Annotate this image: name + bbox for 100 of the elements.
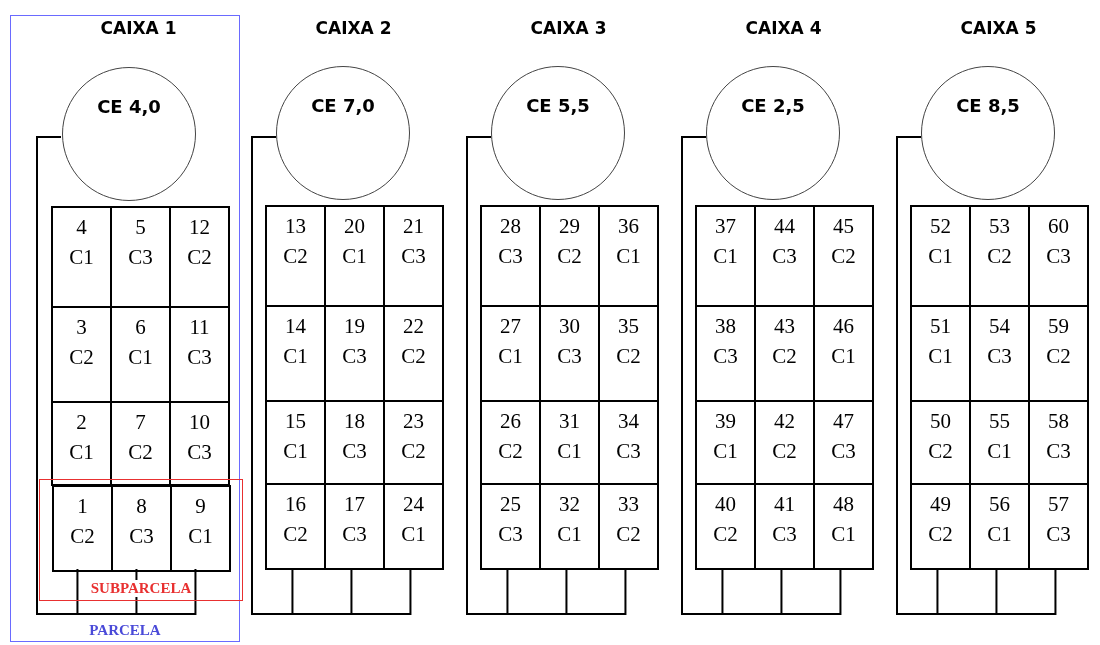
- cell-number: 17: [343, 491, 366, 518]
- plot-cell: [265, 483, 326, 570]
- cell-number: 11: [188, 314, 211, 341]
- pipe-line: [466, 136, 627, 615]
- treatment-label: C2: [69, 523, 96, 550]
- treatment-label: C3: [341, 438, 368, 465]
- box-heading: CAIXA 1: [99, 18, 178, 38]
- cell-number: 16: [284, 491, 307, 518]
- treatment-label: C3: [615, 438, 642, 465]
- plot-cell: [910, 483, 971, 570]
- cell-number: 13: [284, 213, 307, 240]
- cell-number: 49: [929, 491, 952, 518]
- treatment-label: C3: [497, 243, 524, 270]
- cell-number: 26: [499, 408, 522, 435]
- cell-number: 18: [343, 408, 366, 435]
- cell-number: 52: [929, 213, 952, 240]
- plot-cell: [169, 401, 230, 486]
- treatment-label: C1: [341, 243, 368, 270]
- treatment-label: C3: [712, 343, 739, 370]
- treatment-label: C1: [615, 243, 642, 270]
- cell-number: 42: [773, 408, 796, 435]
- treatment-label: C2: [771, 438, 798, 465]
- cell-number: 40: [714, 491, 737, 518]
- plot-cell: [695, 205, 756, 307]
- treatment-label: C2: [830, 243, 857, 270]
- cell-number: 15: [284, 408, 307, 435]
- cell-number: 9: [194, 493, 207, 520]
- subplot-label: SUBPARCELA: [88, 580, 194, 597]
- treatment-label: C2: [282, 243, 309, 270]
- cell-number: 6: [134, 314, 147, 341]
- treatment-label: C3: [1045, 243, 1072, 270]
- treatment-label: C1: [927, 243, 954, 270]
- cell-number: 46: [832, 313, 855, 340]
- plot-boundary: [10, 15, 240, 642]
- treatment-label: C2: [615, 343, 642, 370]
- tank-label: CE 7,0: [310, 95, 376, 116]
- cell-number: 33: [617, 491, 640, 518]
- treatment-label: C3: [341, 521, 368, 548]
- cell-number: 56: [988, 491, 1011, 518]
- plot-cell: [480, 483, 541, 570]
- cell-number: 8: [135, 493, 148, 520]
- cell-number: 34: [617, 408, 640, 435]
- cell-number: 43: [773, 313, 796, 340]
- treatment-label: C3: [1045, 438, 1072, 465]
- plot-cell: [480, 205, 541, 307]
- treatment-label: C1: [986, 521, 1013, 548]
- treatment-label: C1: [68, 244, 95, 271]
- cell-number: 44: [773, 213, 796, 240]
- treatment-label: C3: [127, 244, 154, 271]
- plot-cell: [598, 205, 659, 307]
- cell-number: 37: [714, 213, 737, 240]
- pipe-line: [896, 136, 1057, 615]
- treatment-label: C2: [615, 521, 642, 548]
- treatment-label: C2: [1045, 343, 1072, 370]
- cell-number: 2: [75, 409, 88, 436]
- cell-number: 58: [1047, 408, 1070, 435]
- cell-number: 23: [402, 408, 425, 435]
- plot-cell: [52, 485, 113, 572]
- treatment-label: C2: [986, 243, 1013, 270]
- treatment-label: C3: [830, 438, 857, 465]
- treatment-label: C1: [986, 438, 1013, 465]
- treatment-label: C2: [68, 344, 95, 371]
- treatment-label: C2: [400, 438, 427, 465]
- treatment-label: C3: [1045, 521, 1072, 548]
- treatment-label: C1: [127, 344, 154, 371]
- cell-number: 38: [714, 313, 737, 340]
- cell-number: 47: [832, 408, 855, 435]
- cell-number: 21: [402, 213, 425, 240]
- cell-number: 14: [284, 313, 307, 340]
- plot-cell: [265, 205, 326, 307]
- plot-cell: [813, 483, 874, 570]
- treatment-label: C1: [400, 521, 427, 548]
- treatment-label: C1: [497, 343, 524, 370]
- cell-number: 41: [773, 491, 796, 518]
- cell-number: 22: [402, 313, 425, 340]
- plot-cell: [111, 485, 172, 572]
- cell-number: 27: [499, 313, 522, 340]
- cell-number: 55: [988, 408, 1011, 435]
- treatment-label: C3: [497, 521, 524, 548]
- cell-number: 45: [832, 213, 855, 240]
- treatment-label: C3: [128, 523, 155, 550]
- treatment-label: C2: [497, 438, 524, 465]
- cell-number: 60: [1047, 213, 1070, 240]
- treatment-label: C3: [986, 343, 1013, 370]
- plot-cell: [598, 483, 659, 570]
- cell-number: 20: [343, 213, 366, 240]
- cell-number: 31: [558, 408, 581, 435]
- cell-number: 50: [929, 408, 952, 435]
- treatment-label: C1: [712, 243, 739, 270]
- treatment-label: C2: [127, 439, 154, 466]
- treatment-label: C1: [830, 343, 857, 370]
- treatment-label: C1: [282, 343, 309, 370]
- plot-label: PARCELA: [88, 622, 162, 639]
- cell-number: 29: [558, 213, 581, 240]
- treatment-label: C2: [927, 438, 954, 465]
- box-heading: CAIXA 2: [314, 18, 393, 38]
- plot-cell: [1028, 483, 1089, 570]
- plot-cell: [51, 401, 112, 486]
- treatment-label: C2: [400, 343, 427, 370]
- cell-number: 5: [134, 214, 147, 241]
